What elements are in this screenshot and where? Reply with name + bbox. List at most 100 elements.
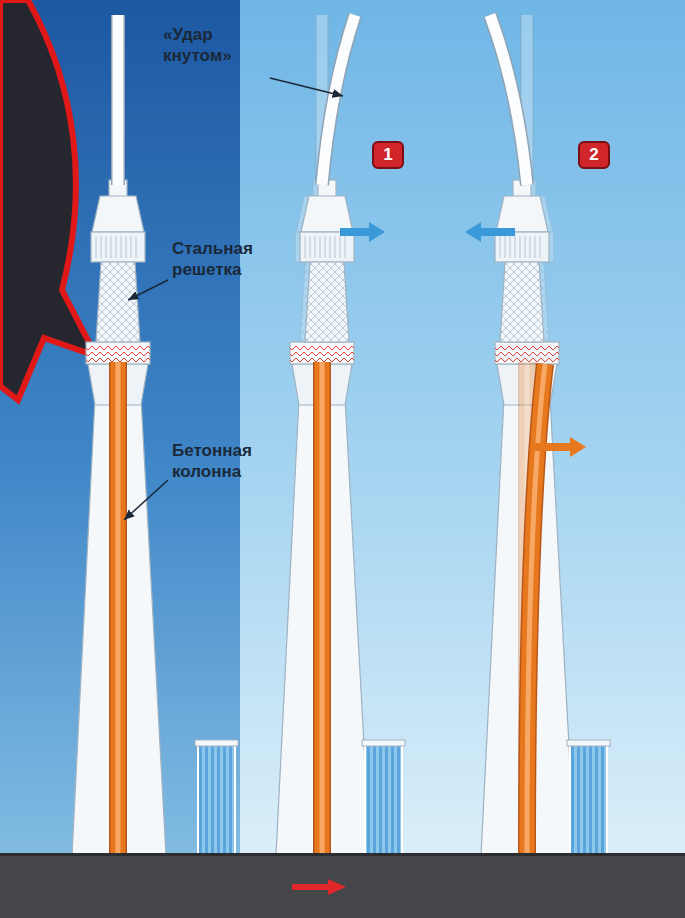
tower-part	[310, 236, 311, 258]
motion-arrow	[340, 228, 371, 236]
tower-part	[121, 236, 122, 258]
tower-part	[345, 236, 346, 258]
tower	[276, 15, 370, 855]
joint-mark	[290, 346, 354, 350]
building	[570, 742, 607, 855]
tower-part	[111, 236, 112, 258]
tower-part	[535, 236, 536, 258]
tower-part	[301, 196, 353, 232]
joint-mark	[86, 346, 150, 350]
tower-part	[335, 236, 336, 258]
tower-part	[96, 236, 97, 258]
motion-arrow	[465, 222, 481, 242]
tower-part	[520, 236, 521, 258]
concrete-column	[118, 362, 119, 855]
tower-part	[113, 15, 124, 185]
tower-part	[515, 236, 516, 258]
tower-part	[335, 236, 336, 258]
tower-part	[111, 15, 125, 185]
tower-part	[505, 236, 506, 258]
tower-part	[490, 15, 527, 185]
tower-part	[313, 362, 331, 855]
tower-part	[540, 236, 541, 258]
tower-part	[101, 236, 102, 258]
motion-arrow	[535, 443, 572, 451]
part-label: Бетонная колонна	[172, 440, 256, 482]
tower-part	[495, 232, 549, 262]
tower-part	[116, 236, 117, 258]
tower-part	[310, 236, 311, 258]
joint-mark	[495, 346, 559, 350]
tower-part	[527, 364, 545, 855]
joint-mark	[495, 358, 559, 362]
tower-part	[330, 236, 331, 258]
tower-part	[116, 362, 121, 855]
tower-part	[527, 364, 545, 855]
callout-number: 2	[578, 141, 610, 169]
tower-part	[330, 236, 331, 258]
joint-mark	[86, 352, 150, 356]
tower-part	[322, 15, 355, 185]
tower-part	[340, 236, 341, 258]
tower-part	[91, 232, 145, 262]
part-label: Стальная решетка	[172, 238, 257, 280]
tower-part	[106, 236, 107, 258]
tower-part	[515, 236, 516, 258]
joint-mark	[495, 352, 559, 356]
tower-part	[535, 236, 536, 258]
tower-part	[315, 362, 330, 855]
tower-part	[305, 236, 306, 258]
motion-arrow	[479, 228, 515, 236]
tower-part	[527, 364, 545, 855]
tower-part	[305, 236, 306, 258]
antenna	[118, 15, 119, 185]
tower-part	[325, 236, 326, 258]
tower	[481, 15, 575, 855]
motion-arrow	[369, 222, 385, 242]
joint-mark	[86, 358, 150, 362]
antenna	[322, 15, 355, 185]
tower-part	[320, 362, 325, 855]
tower-top	[91, 180, 145, 342]
tower	[72, 15, 166, 855]
tower-part	[315, 236, 316, 258]
tower-part	[320, 236, 321, 258]
joint-mark	[290, 352, 354, 356]
tower-part	[92, 196, 144, 232]
joint-mark	[290, 358, 354, 362]
tower-part	[540, 236, 541, 258]
tower-part	[510, 236, 511, 258]
building	[198, 742, 235, 855]
tower-part	[490, 15, 527, 185]
tower-part	[96, 262, 140, 342]
tower-part	[510, 236, 511, 258]
tower-part	[340, 236, 341, 258]
part-label: «Удар кнутом»	[163, 24, 236, 66]
tower-part	[126, 236, 127, 258]
building	[567, 740, 610, 746]
observation-deck	[290, 342, 354, 364]
tower-part	[530, 236, 531, 258]
tower-part	[500, 236, 501, 258]
tower-part	[109, 362, 127, 855]
tower-top	[495, 180, 549, 342]
tower-part	[496, 196, 548, 232]
tower-part	[315, 236, 316, 258]
tower-part	[320, 236, 321, 258]
tower-part	[305, 262, 349, 342]
motion-arrow	[570, 437, 586, 457]
tower-part	[525, 236, 526, 258]
tower-top	[300, 180, 354, 342]
tower-part	[111, 362, 126, 855]
tower-part	[322, 15, 355, 185]
tower-part	[131, 236, 132, 258]
building	[195, 740, 238, 746]
tower-part	[300, 232, 354, 262]
building	[365, 742, 402, 855]
tower-part	[520, 236, 521, 258]
concrete-column	[527, 364, 545, 855]
building	[362, 740, 405, 746]
tower-part	[505, 236, 506, 258]
